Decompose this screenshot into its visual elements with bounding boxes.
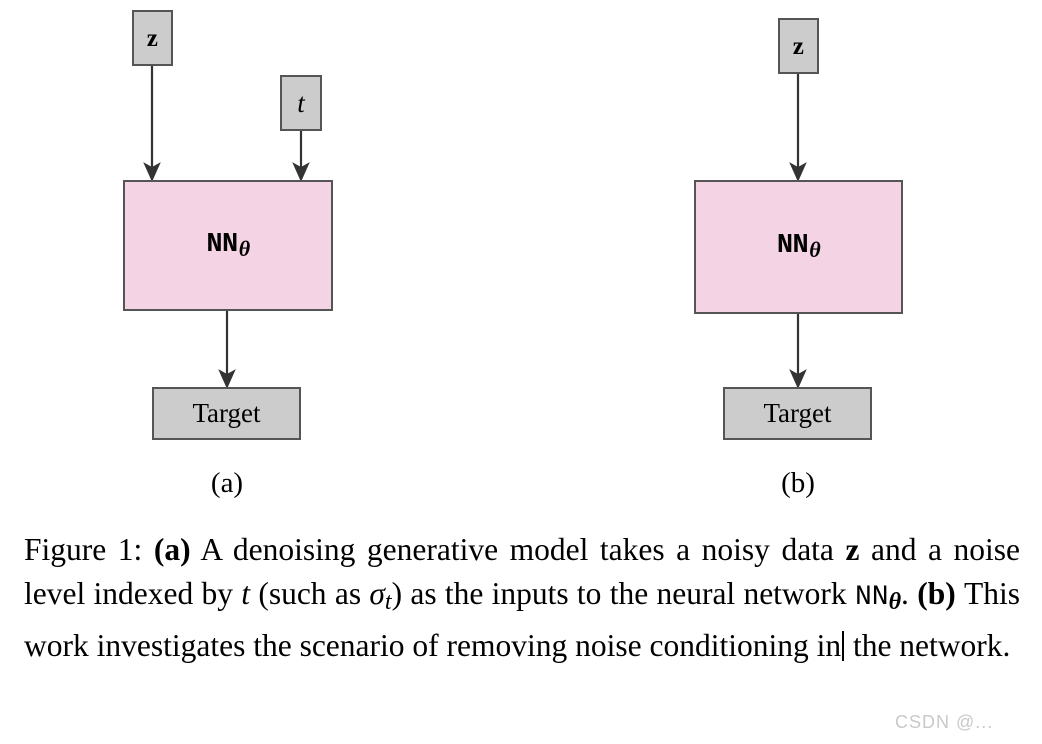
caption-segment-3: (such as	[250, 576, 370, 611]
panel-a-network-name: NN	[206, 229, 238, 260]
panel-a-output-target-box: Target	[152, 387, 301, 440]
caption-part-b-label: (b)	[917, 576, 956, 611]
panel-b-network-subscript: θ	[809, 237, 821, 262]
panel-a-output-target-label: Target	[192, 398, 261, 428]
panel-b-network-box: NNθ	[694, 180, 903, 314]
panel-a-network-label: NNθ	[206, 229, 250, 261]
caption-segment-5: .	[901, 576, 918, 611]
panel-b-input-z-box: z	[778, 18, 819, 74]
caption-segment-4: ) as the inputs to the neural network	[391, 576, 855, 611]
caption-var-t: t	[241, 576, 251, 611]
panel-b-network-name: NN	[776, 231, 809, 261]
caption-segment-7: the network.	[845, 628, 1011, 663]
caption-part-a-tag	[142, 532, 154, 567]
text-cursor-caret	[842, 631, 845, 661]
caption-var-z: z	[845, 532, 860, 567]
panel-b-sub-label: (b)	[781, 467, 815, 499]
csdn-watermark: CSDN @...	[895, 712, 994, 732]
caption-segment-2: and a noise level indexed by	[24, 532, 1020, 611]
figure-diagram-area: z t NNθ Target (a) z NNθ Target (b)	[123, 10, 903, 499]
panel-a-network-subscript: θ	[238, 235, 250, 261]
caption-nn: NNθ	[854, 582, 902, 615]
caption-figure-number: Figure 1:	[24, 532, 143, 567]
panel-b-output-target-box: Target	[723, 387, 872, 440]
panel-a-sub-label: (a)	[210, 467, 244, 499]
panel-a-network-box: NNθ	[123, 180, 333, 311]
caption-part-a-label: (a)	[153, 532, 191, 567]
panel-b-output-target-label: Target	[763, 398, 832, 428]
caption-sigma: σ	[369, 576, 385, 611]
caption-nn-name: NN	[854, 582, 889, 613]
caption-sigma-subscript: t	[384, 589, 392, 615]
panel-a-input-z-box: z	[132, 10, 173, 66]
caption-segment-1: A denoising generative model takes a noi…	[190, 532, 846, 567]
panel-a-input-t-box: t	[280, 75, 322, 131]
figure-caption: Figure 1: (a) A denoising generative mod…	[24, 528, 1020, 668]
panel-a-input-z-label: z	[146, 24, 159, 52]
caption-nn-subscript: θ	[888, 589, 902, 615]
panel-b-network-label: NNθ	[776, 231, 821, 262]
panel-a-input-t-label: t	[297, 87, 305, 118]
caption-segment-6: This work investigates the scenario of r…	[24, 576, 1020, 663]
panel-b-input-z-label: z	[792, 32, 805, 60]
